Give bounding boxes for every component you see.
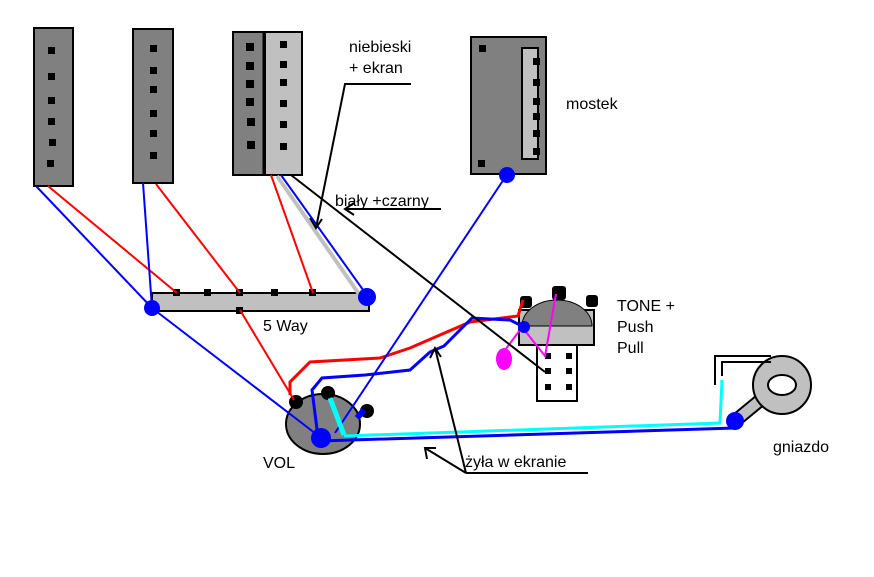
wire-gnd-vol-lug3 (354, 408, 367, 420)
neck-pickup (33, 27, 74, 187)
wire-gnd-switch-vol (151, 307, 321, 438)
label-blue-shield: niebieski + ekran (349, 39, 412, 77)
label-shielded-core: żyła w ekranie (465, 454, 567, 471)
label-jack: gniazdo (773, 439, 830, 456)
wire-gnd-middle (142, 182, 153, 309)
wire-hot-neck (47, 185, 178, 294)
pull-blob (496, 348, 512, 370)
humbucker-pickup (232, 31, 303, 176)
label-tone: TONE + Push Pull (617, 298, 675, 357)
middle-pickup (132, 28, 174, 184)
label-bridge: mostek (566, 96, 618, 113)
wire-hot-middle (155, 183, 241, 294)
solder-joints (144, 167, 744, 448)
label-switch: 5 Way (263, 318, 308, 335)
label-white-black: biały +czarny (335, 193, 429, 210)
wire-gnd-neck-switch (35, 185, 153, 309)
wires (35, 174, 736, 443)
label-volume: VOL (263, 455, 296, 472)
wire-gnd-vol-jack (319, 426, 736, 443)
output-jack (714, 355, 812, 427)
wire-vol-to-tone-red (288, 299, 525, 395)
wire-blue-humbucker (280, 174, 367, 295)
wire-pull-1 (521, 293, 557, 359)
wire-shield-vol-tone (310, 316, 525, 438)
five-way-switch (151, 289, 370, 314)
wire-bridge-to-vol (334, 175, 507, 434)
wire-cyan-vol (327, 397, 347, 436)
wire-cyan-jack (343, 379, 724, 438)
wire-pull-2 (504, 329, 521, 351)
wire-switch-to-vol (239, 309, 295, 401)
wire-white-humbucker (275, 174, 363, 299)
callouts (309, 83, 588, 474)
wire-black-humbucker (290, 174, 546, 373)
wire-hot-humbucker (270, 174, 314, 294)
tone-push-pull-pot (518, 286, 598, 402)
bridge-pickup (470, 36, 547, 175)
